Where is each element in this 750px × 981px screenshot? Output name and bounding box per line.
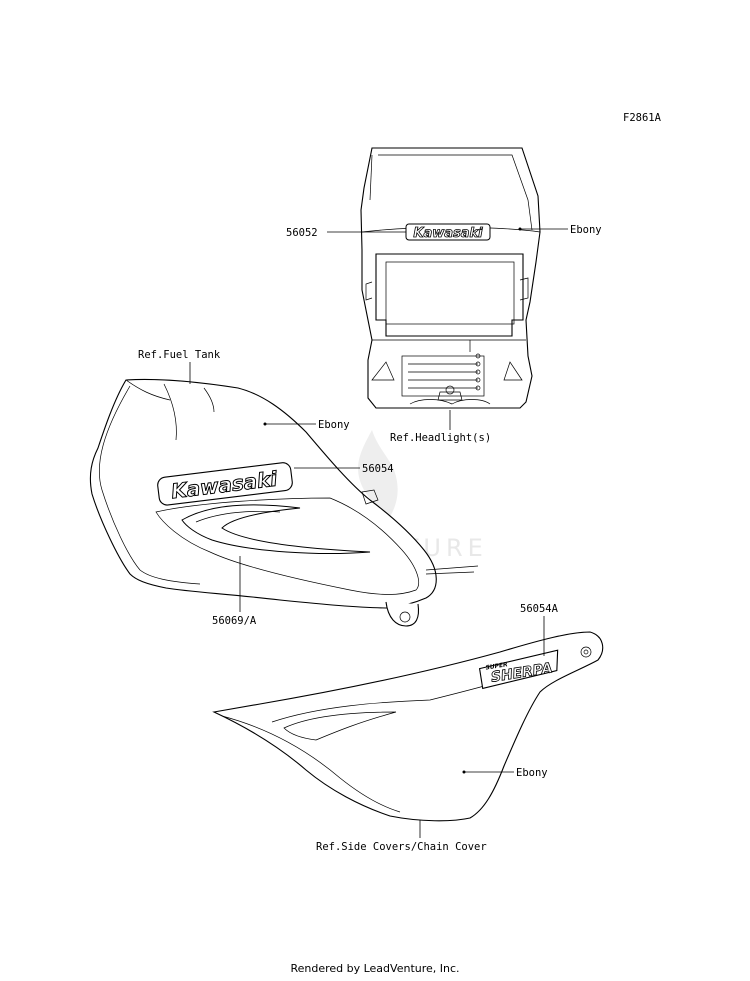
- part-number-56054A: 56054A: [520, 603, 559, 615]
- leader-headlight-ebony-dot: [518, 227, 522, 231]
- headlight-cover: Kawasaki: [360, 147, 541, 409]
- part-number-56052: 56052: [286, 227, 318, 239]
- headlight-window: [375, 253, 524, 337]
- leader-fuel-tank-ebony-dot: [263, 422, 267, 426]
- fuel-tank-stripe-graphic: [181, 504, 371, 554]
- part-number-56069: 56069/A: [212, 615, 257, 627]
- figure-code: F2861A: [623, 112, 662, 124]
- headlight-color-label: Ebony: [570, 224, 602, 236]
- side-cover-emblem-top: SUPER: [485, 661, 509, 671]
- part-number-56054: 56054: [362, 463, 394, 475]
- ref-fuel-tank-label: Ref.Fuel Tank: [138, 349, 221, 361]
- footer-credit: Rendered by LeadVenture, Inc.: [290, 962, 460, 975]
- fuel-tank-color-label: Ebony: [318, 419, 350, 431]
- side-cover-color-label: Ebony: [516, 767, 548, 779]
- headlight-logo-text: Kawasaki: [413, 226, 483, 241]
- fuel-tank-mount-bracket: [385, 601, 420, 627]
- side-cover: SUPER SHERPA: [212, 631, 604, 822]
- watermark-flame-icon: [358, 430, 398, 526]
- ref-side-covers-label: Ref.Side Covers/Chain Cover: [316, 841, 487, 853]
- fuel-tank-stripe-panel: [155, 497, 419, 595]
- ref-headlight-label: Ref.Headlight(s): [390, 432, 491, 444]
- fuel-tank: Kawasaki: [89, 378, 479, 627]
- leader-side-cover-ebony-dot: [462, 770, 466, 774]
